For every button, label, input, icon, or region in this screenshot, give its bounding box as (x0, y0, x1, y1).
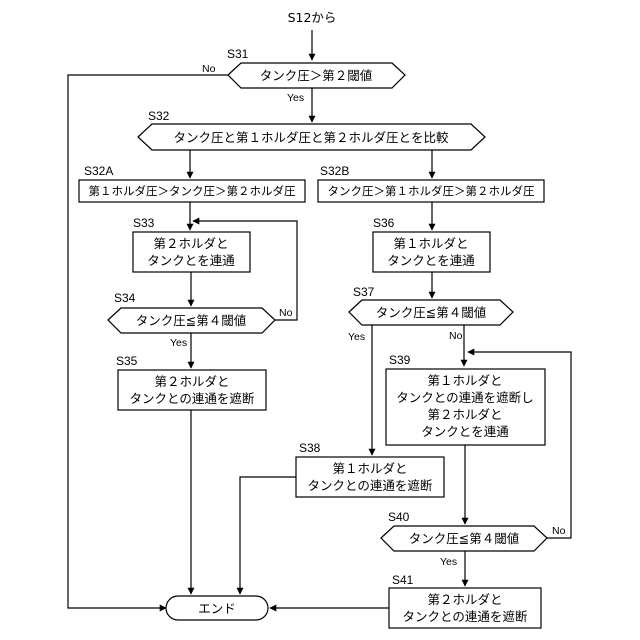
process-s41-line2: タンクとの連通を遮断 (403, 609, 528, 624)
step-id-s32a: S32A (84, 164, 113, 178)
process-s36-line2: タンクとを連通 (387, 253, 475, 268)
decision-s37-text: タンク圧≦第４閾値 (376, 305, 486, 320)
s31-no-line (68, 75, 228, 608)
process-s36-line1: 第１ホルダと (393, 236, 468, 251)
s38-to-end (240, 477, 296, 594)
step-id-s36: S36 (373, 216, 395, 230)
step-id-s31: S31 (227, 47, 249, 61)
process-s39-line3: 第２ホルダと (427, 407, 502, 422)
process-s35-line1: 第２ホルダと (154, 374, 229, 389)
step-id-s34: S34 (114, 291, 136, 305)
s37-no-label: No (449, 330, 463, 342)
s40-no-label: No (552, 525, 566, 537)
s31-yes-label: Yes (287, 92, 304, 104)
start-label: S12から (288, 10, 337, 25)
s40-yes-label: Yes (440, 556, 457, 568)
step-id-s41: S41 (392, 573, 414, 587)
step-id-s38: S38 (299, 441, 321, 455)
step-id-s40: S40 (388, 510, 410, 524)
process-s39-line2: タンクとの連通を遮断し (396, 390, 533, 405)
process-s38-line1: 第１ホルダと (332, 461, 407, 476)
process-s33-line2: タンクとを連通 (147, 253, 235, 268)
s34-no-label: No (279, 307, 293, 319)
decision-s40-text: タンク圧≦第４閾値 (409, 531, 519, 546)
s34-yes-label: Yes (170, 337, 187, 349)
process-s33-line1: 第２ホルダと (153, 236, 228, 251)
end-label: エンド (198, 601, 236, 616)
s37-yes-label: Yes (348, 331, 365, 343)
process-s35-line2: タンクとの連通を遮断 (130, 391, 255, 406)
step-id-s35: S35 (116, 354, 138, 368)
process-s41-line1: 第２ホルダと (427, 592, 502, 607)
condition-s32a-text: 第１ホルダ圧＞タンク圧＞第２ホルダ圧 (89, 184, 296, 198)
process-s32-text: タンク圧と第１ホルダ圧と第２ホルダ圧とを比較 (173, 130, 449, 145)
step-id-s33: S33 (133, 216, 155, 230)
step-id-s32: S32 (148, 109, 170, 123)
step-id-s39: S39 (389, 353, 411, 367)
step-id-s37: S37 (353, 285, 375, 299)
step-id-s32b: S32B (320, 164, 349, 178)
condition-s32b-text: タンク圧＞第１ホルダ圧＞第２ホルダ圧 (328, 184, 535, 198)
decision-s34-text: タンク圧≦第４閾値 (136, 313, 246, 328)
process-s39-line1: 第１ホルダと (427, 373, 502, 388)
process-s38-line2: タンクとの連通を遮断 (308, 478, 433, 493)
process-s39-line4: タンクとを連通 (421, 424, 509, 439)
decision-s31-text: タンク圧＞第２閾値 (260, 68, 373, 83)
s31-no-label: No (202, 63, 216, 75)
